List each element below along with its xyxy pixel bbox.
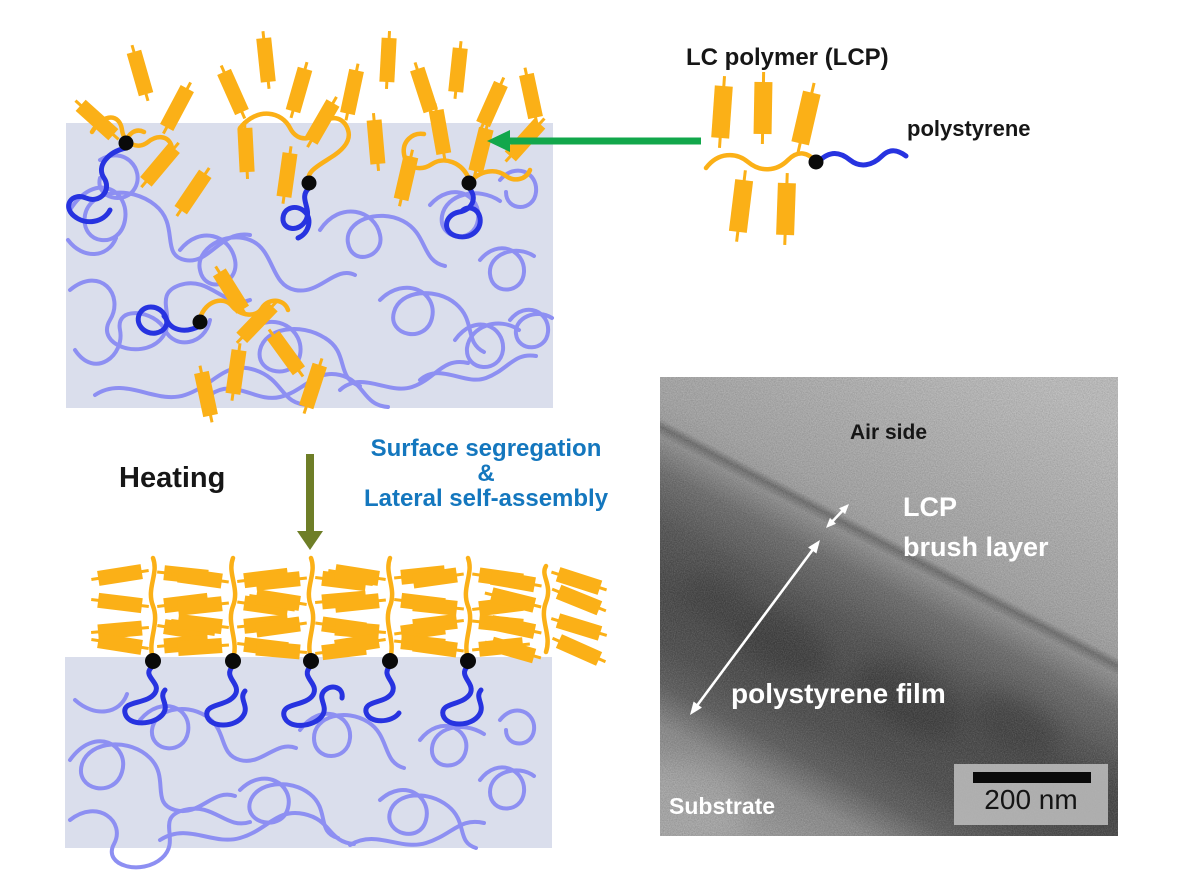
scale-bar [973,772,1091,783]
substrate-label: Substrate [669,793,776,819]
grafted-ps-chains [66,145,483,336]
brush-backbones [148,555,551,662]
brush-mesogen-rods [88,561,611,671]
lcp-brush-layer-line2: brush layer [903,532,1049,562]
process-line-1: Surface segregation [370,435,602,462]
heating-down-arrow [297,454,323,550]
lcp-molecule-legend [703,70,909,247]
lcp-brush-layer-line1: LCP [903,492,957,522]
polymer-film-box [65,657,552,848]
tem-image [660,377,1118,836]
tem-grain-dark [660,377,1118,836]
polystyrene-legend-label: polystyrene [907,116,1031,141]
heating-label: Heating [119,462,226,494]
junction-dots [118,135,477,330]
scale-bar-label: 200 nm [984,784,1078,815]
junction-dot [808,154,824,170]
process-caption: Surface segregation & Lateral self-assem… [328,436,644,511]
lcp-legend-label: LC polymer (LCP) [686,44,889,71]
grafted-ps-chains [122,663,484,728]
tem-micrograph: Air side LCP brush layer polystyrene fil… [660,377,1118,836]
green-pointer-arrow [487,130,701,152]
polystyrene-matrix-chains [68,692,537,870]
process-line-3: Lateral self-assembly [363,485,609,512]
polystyrene-film-label: polystyrene film [731,678,946,709]
scale-bar-box: 200 nm [954,764,1108,825]
brush-layer-thickness-arrow [826,504,849,528]
panel-after-heating [65,555,611,870]
panel-before-heating [66,28,554,426]
junction-dots [145,653,476,669]
lcp-brush-layer-label: LCP brush layer [903,487,1049,567]
air-side-label: Air side [850,421,928,444]
film-thickness-arrow [690,540,820,715]
process-line-2: & [477,460,495,487]
